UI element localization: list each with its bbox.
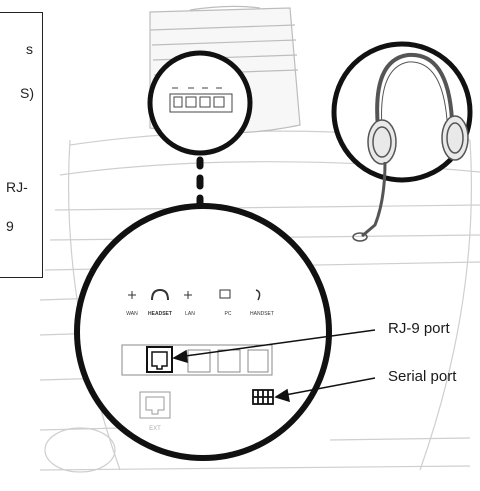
label-pc: PC <box>225 311 232 317</box>
text-fragment-2: S) <box>20 85 34 101</box>
handset-icon <box>255 289 261 301</box>
rj9-port-label: RJ-9 port <box>388 320 450 337</box>
label-wan: WAN <box>126 311 138 317</box>
text-fragment-3: RJ- <box>6 179 28 195</box>
small-port-panel <box>169 87 233 113</box>
callout-arrows <box>172 329 376 403</box>
text-fragment-4: 9 <box>6 218 14 234</box>
lan-icon <box>184 291 192 299</box>
rj9-arrowhead <box>172 349 188 364</box>
port-icon-row <box>128 288 261 301</box>
serial-port <box>252 389 274 405</box>
label-handset: HANDSET <box>250 311 274 317</box>
jack-row <box>121 344 273 376</box>
headset-icon <box>352 52 469 242</box>
label-lan: LAN <box>185 311 195 317</box>
instruction-text-box: s S) RJ- 9 <box>0 12 43 278</box>
headset-port-icon <box>151 288 169 301</box>
label-headset: HEADSET <box>148 311 172 317</box>
serial-arrowhead <box>274 388 290 403</box>
serial-port-label: Serial port <box>388 368 457 385</box>
lan-jack <box>139 391 171 419</box>
rj9-arrow-line <box>177 329 376 358</box>
wan-icon <box>128 291 136 299</box>
label-ext: EXT <box>149 426 161 432</box>
rj9-port <box>146 346 173 373</box>
text-fragment-1: s <box>26 41 33 57</box>
large-zoom-circle <box>74 203 332 461</box>
pc-icon <box>219 289 231 299</box>
serial-arrow-line <box>279 377 376 397</box>
